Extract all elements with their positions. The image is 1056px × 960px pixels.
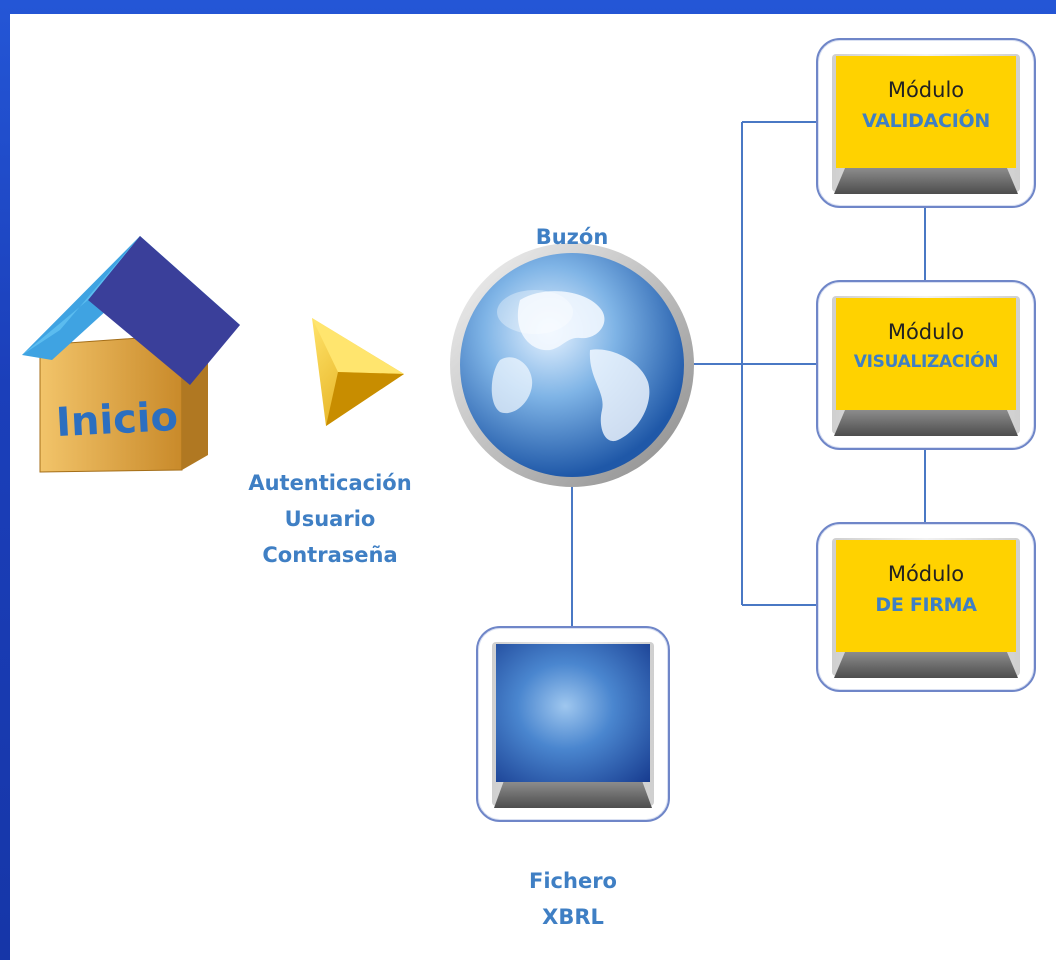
- module-base: [834, 168, 1018, 194]
- module-base: [834, 652, 1018, 678]
- auth-label-2: Usuario: [284, 507, 376, 531]
- file-card-xbrl[interactable]: [476, 626, 670, 822]
- module-screen: Módulo VALIDACIÓN: [836, 56, 1016, 168]
- module-base: [834, 410, 1018, 436]
- magnifier-image: [496, 644, 650, 782]
- file-label-2: XBRL: [542, 905, 604, 929]
- connector-lines: [571, 121, 926, 628]
- file-label-1: Fichero: [529, 869, 617, 893]
- module-card-validacion[interactable]: Módulo VALIDACIÓN: [816, 38, 1036, 208]
- house-label: Inicio: [54, 393, 180, 447]
- module-name: VALIDACIÓN: [862, 110, 990, 132]
- globe-icon[interactable]: [450, 243, 694, 487]
- module-card-visualizacion[interactable]: Módulo VISUALIZACIÓN: [816, 280, 1036, 450]
- file-base: [494, 782, 652, 808]
- auth-label-3: Contraseña: [262, 543, 398, 567]
- globe-label: Buzón: [535, 225, 609, 249]
- module-card-firma[interactable]: Módulo DE FIRMA: [816, 522, 1036, 692]
- module-name: DE FIRMA: [875, 594, 977, 616]
- module-screen: Módulo VISUALIZACIÓN: [836, 298, 1016, 410]
- arrow-icon: [312, 318, 404, 426]
- module-screen: Módulo DE FIRMA: [836, 540, 1016, 652]
- module-title: Módulo: [887, 320, 965, 344]
- module-title: Módulo: [887, 562, 965, 586]
- module-title: Módulo: [887, 78, 965, 102]
- module-name: VISUALIZACIÓN: [853, 352, 999, 372]
- auth-label-1: Autenticación: [248, 471, 412, 495]
- house-icon[interactable]: [22, 236, 240, 473]
